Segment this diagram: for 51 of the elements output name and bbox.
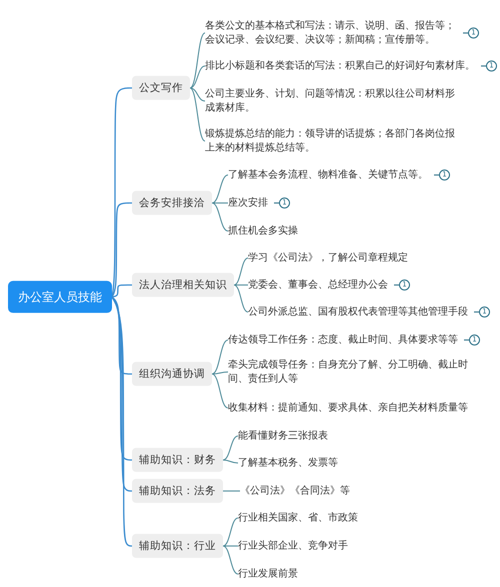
root-topic: 办公室人员技能 bbox=[8, 280, 112, 314]
subtopic-text: 锻炼提炼总结的能力：领导讲的话提炼；各部门各岗位报上来的材料提炼总结等。 bbox=[205, 128, 457, 154]
branch-connector bbox=[111, 296, 132, 492]
connector-line bbox=[190, 32, 206, 88]
subtopic-text: 学习《公司法》，了解公司章程规定 bbox=[248, 251, 408, 265]
connector-line bbox=[212, 202, 228, 232]
subtopic-text: 了解基本会务流程、物料准备、关键节点等。 bbox=[228, 168, 428, 182]
branch-topic: 会务安排接洽 bbox=[132, 190, 212, 216]
branch-topic: 公文写作 bbox=[132, 76, 190, 100]
connector-line bbox=[212, 340, 228, 374]
subtopic-text: 了解基本税务、发票等 bbox=[238, 456, 338, 470]
subtopic-text: 排比小标题和各类套话的写法：积累自己的好词好句素材库。 bbox=[205, 59, 475, 73]
branch-connector bbox=[112, 284, 132, 298]
subtopic-text: 座次安排 bbox=[228, 196, 268, 210]
branch-connector bbox=[111, 202, 132, 298]
connector-line bbox=[222, 490, 240, 492]
subtopic-text: 抓住机会多实操 bbox=[228, 224, 298, 238]
connector-line bbox=[234, 284, 248, 312]
connector-line bbox=[212, 202, 228, 204]
connector-line bbox=[234, 258, 248, 286]
subtopic-text: 《公司法》《合同法》等 bbox=[240, 484, 350, 498]
branch-connector bbox=[111, 87, 132, 298]
branch-topic: 法人治理相关知识 bbox=[132, 272, 234, 298]
branch-topic: 辅助知识：行业 bbox=[132, 534, 223, 558]
subtopic-text: 行业头部企业、竞争对手 bbox=[238, 539, 348, 553]
branch-topic: 组织沟通协调 bbox=[132, 362, 212, 386]
subtopic-text: 传达领导工作任务：态度、截止时间、具体要求等等 bbox=[228, 333, 458, 347]
branch-connector bbox=[112, 296, 132, 375]
connector-line bbox=[222, 460, 238, 464]
branch-connector bbox=[111, 296, 132, 547]
branch-topic: 辅助知识：财务 bbox=[132, 448, 223, 472]
connector-line bbox=[190, 88, 206, 102]
subtopic-text: 公司外派总监、国有股权代表管理等其他管理手段 bbox=[248, 305, 468, 319]
subtopic-text: 收集材料：提前通知、要求具体、亲自把关材料质量等 bbox=[228, 401, 468, 415]
branch-topic: 辅助知识：法务 bbox=[132, 478, 223, 504]
subtopic-text: 能看懂财务三张报表 bbox=[238, 429, 328, 443]
subtopic-text: 公司主要业务、计划、问题等情况：积累以往公司材料形成素材库。 bbox=[205, 88, 457, 114]
subtopic-text: 行业发展前景 bbox=[238, 567, 298, 581]
subtopic-text: 行业相关国家、省、市政策 bbox=[238, 511, 358, 525]
connector-line bbox=[222, 518, 238, 546]
connector-line bbox=[234, 284, 248, 286]
connector-line bbox=[190, 66, 206, 88]
connector-line bbox=[222, 546, 238, 574]
subtopic-text: 党委会、董事会、总经理办公会 bbox=[248, 278, 388, 292]
connector-line bbox=[212, 374, 228, 408]
connector-line bbox=[222, 436, 238, 460]
connector-line bbox=[190, 88, 206, 142]
connector-line bbox=[212, 372, 228, 374]
subtopic-text: 牵头完成领导任务：自身充分了解、分工明确、截止时间、责任到人等 bbox=[228, 358, 478, 386]
connector-line bbox=[212, 174, 228, 204]
subtopic-text: 各类公文的基本格式和写法：请示、说明、函、报告等；会议记录、会议纪要、决议等；新闻稿；宣传册等。 bbox=[205, 20, 457, 46]
